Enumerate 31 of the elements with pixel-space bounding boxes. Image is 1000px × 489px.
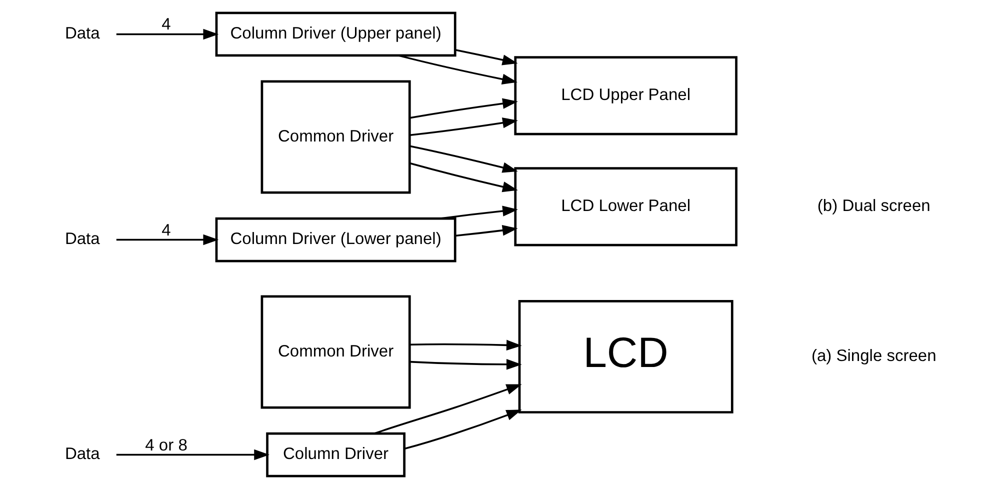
arrow bbox=[398, 54, 518, 84]
arrow bbox=[116, 234, 219, 246]
node-box: LCD Upper Panel bbox=[514, 56, 738, 136]
node-box: Column Driver (Lower panel) bbox=[215, 217, 456, 262]
node-box: Common Driver bbox=[260, 295, 411, 409]
node-text: Data bbox=[64, 24, 100, 43]
node-box: Column Driver bbox=[266, 432, 406, 478]
node-text: Data bbox=[64, 229, 100, 248]
arrow bbox=[410, 98, 518, 119]
arrow bbox=[440, 206, 518, 220]
arrow bbox=[455, 49, 518, 66]
arrow bbox=[410, 359, 522, 370]
arrow bbox=[404, 410, 522, 450]
arrow bbox=[116, 28, 219, 40]
node-box: Column Driver (Upper panel) bbox=[215, 12, 456, 57]
arrow bbox=[410, 340, 522, 351]
node-text: Data bbox=[64, 444, 100, 464]
arrow bbox=[410, 162, 518, 192]
edge-label: 4 bbox=[162, 14, 171, 34]
arrow bbox=[410, 145, 518, 173]
arrow bbox=[455, 225, 518, 237]
node-box: Common Driver bbox=[260, 80, 411, 194]
edge-label: 4 or 8 bbox=[145, 435, 188, 454]
edge-label: 4 bbox=[162, 220, 171, 240]
arrow bbox=[410, 118, 518, 136]
label: (a) Single screen bbox=[811, 346, 936, 366]
arrow bbox=[374, 384, 522, 434]
arrow bbox=[116, 449, 270, 460]
label: (b) Dual screen bbox=[817, 196, 930, 216]
node-box: LCD Lower Panel bbox=[514, 167, 738, 246]
node-box: LCD bbox=[518, 300, 734, 414]
